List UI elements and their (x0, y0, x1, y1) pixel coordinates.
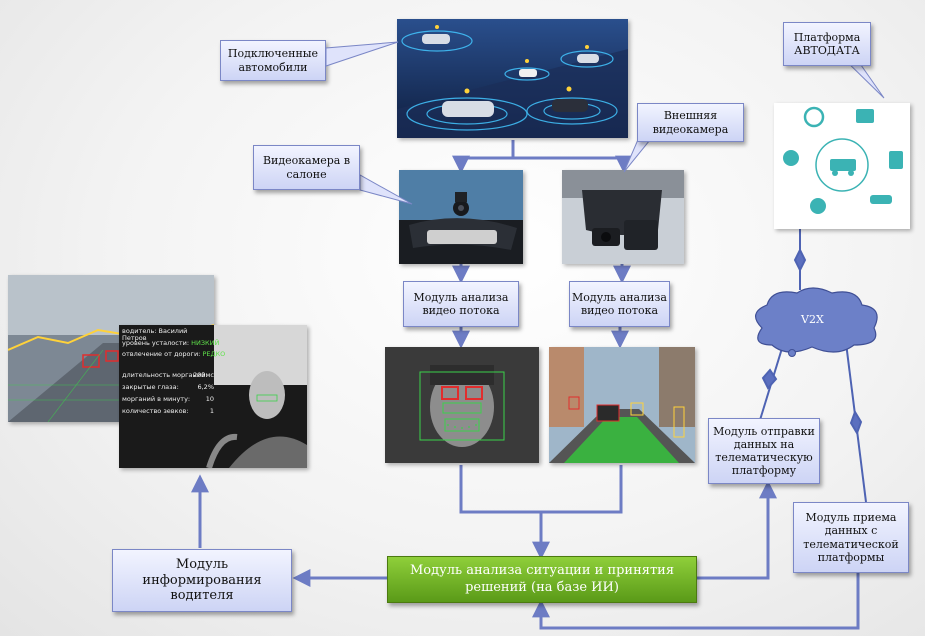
face-analysis-image (385, 347, 539, 463)
external-camera-label: Внешняя видеокамера (637, 103, 744, 142)
arrow-cars-to-cabin (452, 140, 515, 174)
v2x-label: V2X (801, 313, 824, 326)
external-camera-graphic (562, 170, 684, 264)
platform-image (774, 103, 910, 229)
hud-row-label: морганий в минуту: (122, 395, 191, 403)
road-analysis-image (549, 347, 695, 463)
connected-cars-label: Подключенные автомобили (220, 40, 326, 81)
arrow-images-to-decision (459, 465, 623, 556)
hud-fatigue-line: уровень усталости: НИЗКИЙ (122, 340, 237, 347)
hud-distraction-line: отвлечение от дороги: РЕДКО (122, 351, 237, 358)
hud-row-value: 1 (209, 407, 214, 415)
hud-row-label: длительность морганий: (122, 371, 208, 379)
platform-graphic (783, 106, 903, 214)
road-analysis-graphic (549, 347, 695, 463)
connected-cars-graphic (397, 19, 628, 138)
hud-row: количество зевков: 1 (122, 408, 217, 418)
cabin-camera-image (399, 170, 523, 264)
hud-row: морганий в минуту: 10 (122, 396, 217, 406)
hud-distraction-value: РЕДКО (202, 350, 226, 358)
hud-row-label: закрытые глаза: (122, 383, 179, 391)
hud-fatigue-value: НИЗКИЙ (191, 339, 220, 347)
hud-row-value: 209мс (193, 371, 214, 379)
decision-module: Модуль анализа ситуации и принятия решен… (387, 556, 697, 603)
v2x-cloud (755, 287, 878, 357)
arrow-decision-to-send (697, 480, 777, 580)
external-camera-image (562, 170, 684, 264)
send-data-module: Модуль отправки данных на телематическую… (708, 418, 820, 484)
cabin-camera-label: Видеокамера в салоне (253, 145, 360, 190)
hud-fatigue-label: уровень усталости: (122, 339, 190, 347)
arrow-receive-to-decision (532, 571, 860, 630)
driver-camera-graphic (119, 325, 307, 468)
inform-driver-module: Модуль информирования водителя (112, 549, 292, 612)
hud-distraction-label: отвлечение от дороги: (122, 350, 201, 358)
connected-cars-image (397, 19, 628, 138)
receive-data-module: Модуль приема данных с телематической пл… (793, 502, 909, 573)
cabin-camera-graphic (399, 170, 523, 264)
driver-camera-image: водитель: Василий Петров уровень усталос… (119, 325, 307, 468)
hud-driver-line: водитель: Василий Петров (122, 327, 188, 342)
hud-row: длительность морганий: 209мс (122, 372, 217, 382)
hud-row-value: 10 (205, 395, 214, 403)
video-analysis-module-1: Модуль анализа видео потока (403, 281, 519, 327)
face-analysis-graphic (385, 347, 539, 463)
video-analysis-module-2: Модуль анализа видео потока (569, 281, 670, 327)
hud-row-value: 6,2% (197, 383, 214, 391)
hud-row-label: количество зевков: (122, 407, 189, 415)
platform-label: Платформа АВТОДАТА (783, 22, 871, 66)
arrow-cars-to-external (513, 155, 633, 174)
hud-row: закрытые глаза: 6,2% (122, 384, 217, 394)
